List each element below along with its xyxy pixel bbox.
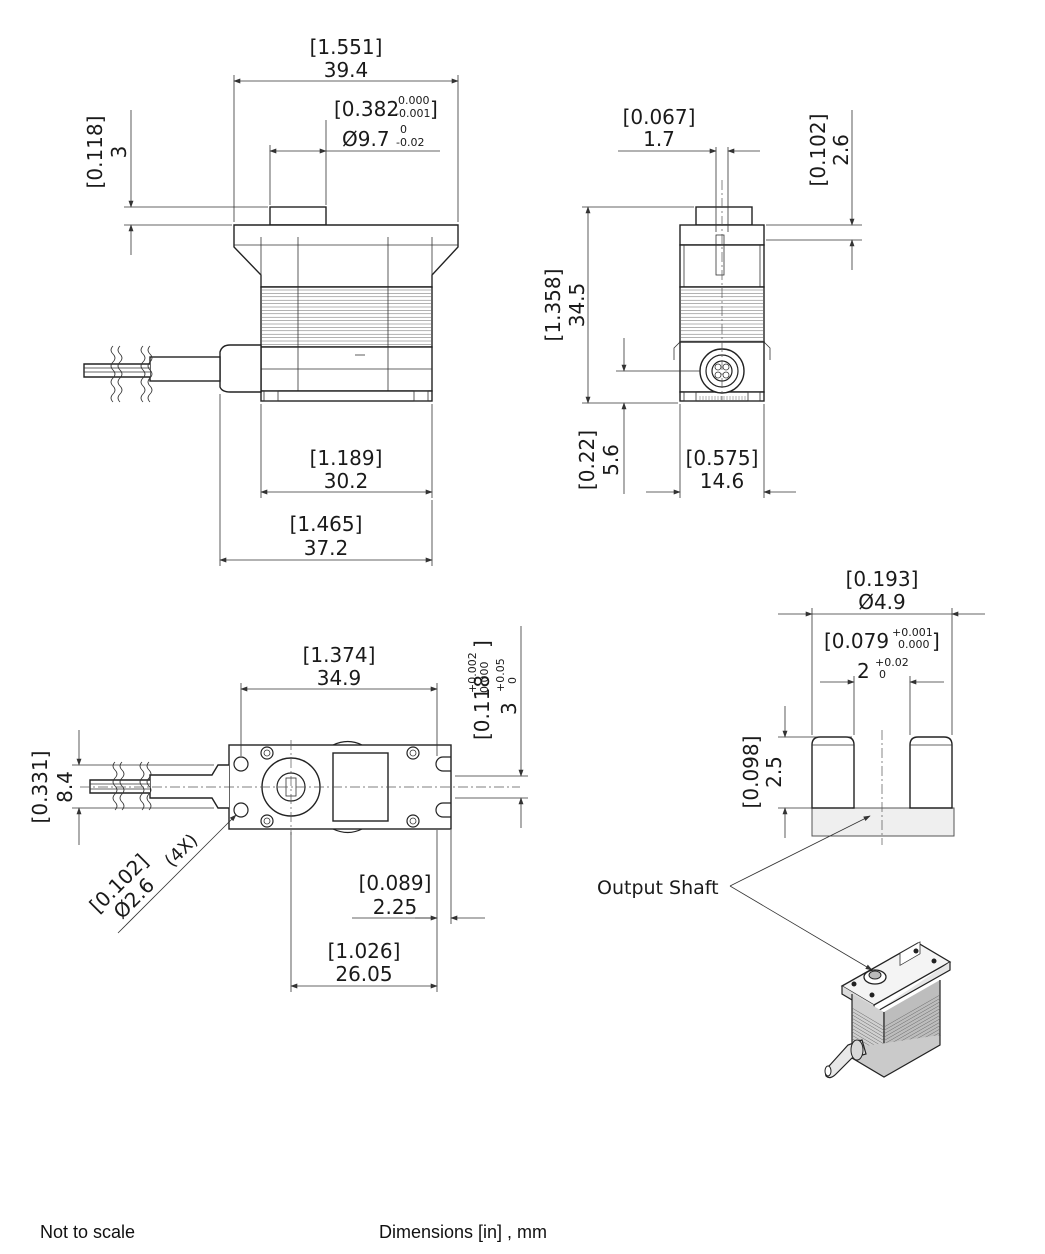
front-view: [1.551] 39.4 [0.382 0.000 -0.001 ] Ø9.7 … [83,35,459,566]
front-mounting-flange [233,224,459,288]
mounting-hole [233,756,249,772]
total-height-mm-label: 34.5 [565,283,589,328]
front-cable-boot [219,344,262,393]
shaft-offset-mm-tol-upper: +0.05 [494,658,507,692]
shaft-offset-in-close: ] [470,640,494,648]
mounting-slot [435,756,451,772]
shaft-dia-in-tol-upper: 0.000 [398,94,430,107]
shaft-offset-in-label: [0.118 [470,675,494,740]
spline-width-in-label: [0.067] [623,105,696,129]
spline-width-mm-label: 1.7 [643,127,675,151]
slot-offset-mm-label: 2.25 [373,895,418,919]
body-depth-in-label: [0.575] [686,446,759,470]
shaft-dia-mm-tol-lower: -0.02 [396,136,424,149]
case-width-in-label: [1.189] [310,446,383,470]
output-shaft-callout: Output Shaft [597,877,719,899]
hole-count-label: (4X) [161,830,203,872]
top-cable-boot [149,764,229,809]
detail-shaft-right [909,736,953,809]
front-width-in-label: [1.551] [310,35,383,59]
units-note: Dimensions [in] , mm [379,1222,548,1242]
slot-depth-in-label: [0.098] [739,736,763,809]
hole-spacing-mm-label: 34.9 [317,666,362,690]
slot-width-in-tol-lower: 0.000 [898,638,930,651]
hole-to-slot-mm-label: 26.05 [335,962,392,986]
cable-height-mm-label: 5.6 [599,444,623,476]
slot-width-in-label: [0.079 [824,629,889,653]
top-width-mm-label: 8.4 [53,771,77,803]
shaft-dia-in-label: [0.382 [334,97,399,121]
cable-width-in-label: [1.465] [290,512,363,536]
mounting-hole [233,802,249,818]
slot-width-mm-label: 2 [857,659,870,683]
side-spline-slot [715,234,725,276]
detail-od-in-label: [0.193] [846,567,919,591]
mounting-slot [435,802,451,818]
front-cable [149,356,221,382]
slot-width-in-close: ] [932,629,940,653]
shaft-offset-mm-tol-lower: 0 [506,677,519,684]
flange-thickness-in-label: [0.102] [806,114,830,187]
top-cable [89,779,150,794]
hole-to-slot-in-label: [1.026] [328,939,401,963]
isometric-view [824,941,952,1079]
cable-height-in-label: [0.22] [575,430,599,490]
shaft-height-in-label: [0.118] [83,116,107,189]
slot-offset-in-label: [0.089] [359,871,432,895]
case-width-mm-label: 30.2 [324,469,369,493]
slot-depth-mm-label: 2.5 [762,756,786,788]
shaft-height-mm-label: 3 [107,146,131,159]
front-width-mm-label: 39.4 [324,58,369,82]
shaft-dia-mm-tol-upper: 0 [400,123,407,136]
front-cooling-fins [261,289,432,345]
slot-width-in-tol-upper: +0.001 [892,626,933,639]
shaft-dia-in-close: ] [430,97,438,121]
shaft-dia-mm-label: Ø9.7 [342,127,390,151]
scale-note: Not to scale [40,1222,136,1242]
shaft-dia-in-tol-lower: -0.001 [395,107,430,120]
side-output-shaft [695,206,753,226]
flange-thickness-mm-label: 2.6 [829,134,853,166]
shaft-offset-in-tol-upper: +0.002 [466,652,479,693]
side-view: [0.067] 1.7 [0.102] 2.6 [1.358] 34.5 [0.… [541,105,862,498]
front-base [260,390,433,402]
shaft-offset-mm-label: 3 [497,702,521,715]
slot-width-mm-tol-upper: +0.02 [875,656,909,669]
shaft-detail-view: [0.193] Ø4.9 [0.079 +0.001 0.000 ] 2 +0.… [597,567,985,971]
front-output-shaft [269,206,327,226]
detail-base [811,807,955,837]
top-label-pad [332,752,389,822]
total-height-in-label: [1.358] [541,269,565,342]
top-width-in-label: [0.331] [28,751,52,824]
detail-shaft-left [811,736,855,809]
slot-width-mm-tol-lower: 0 [879,668,886,681]
cable-width-mm-label: 37.2 [304,536,349,560]
detail-od-mm-label: Ø4.9 [858,590,906,614]
shaft-offset-in-tol-lower: 0.000 [478,662,491,694]
top-view: [1.374] 34.9 [0.118 +0.002 0.000 ] 3 +0.… [28,626,528,992]
body-depth-mm-label: 14.6 [700,469,745,493]
hole-spacing-in-label: [1.374] [303,643,376,667]
